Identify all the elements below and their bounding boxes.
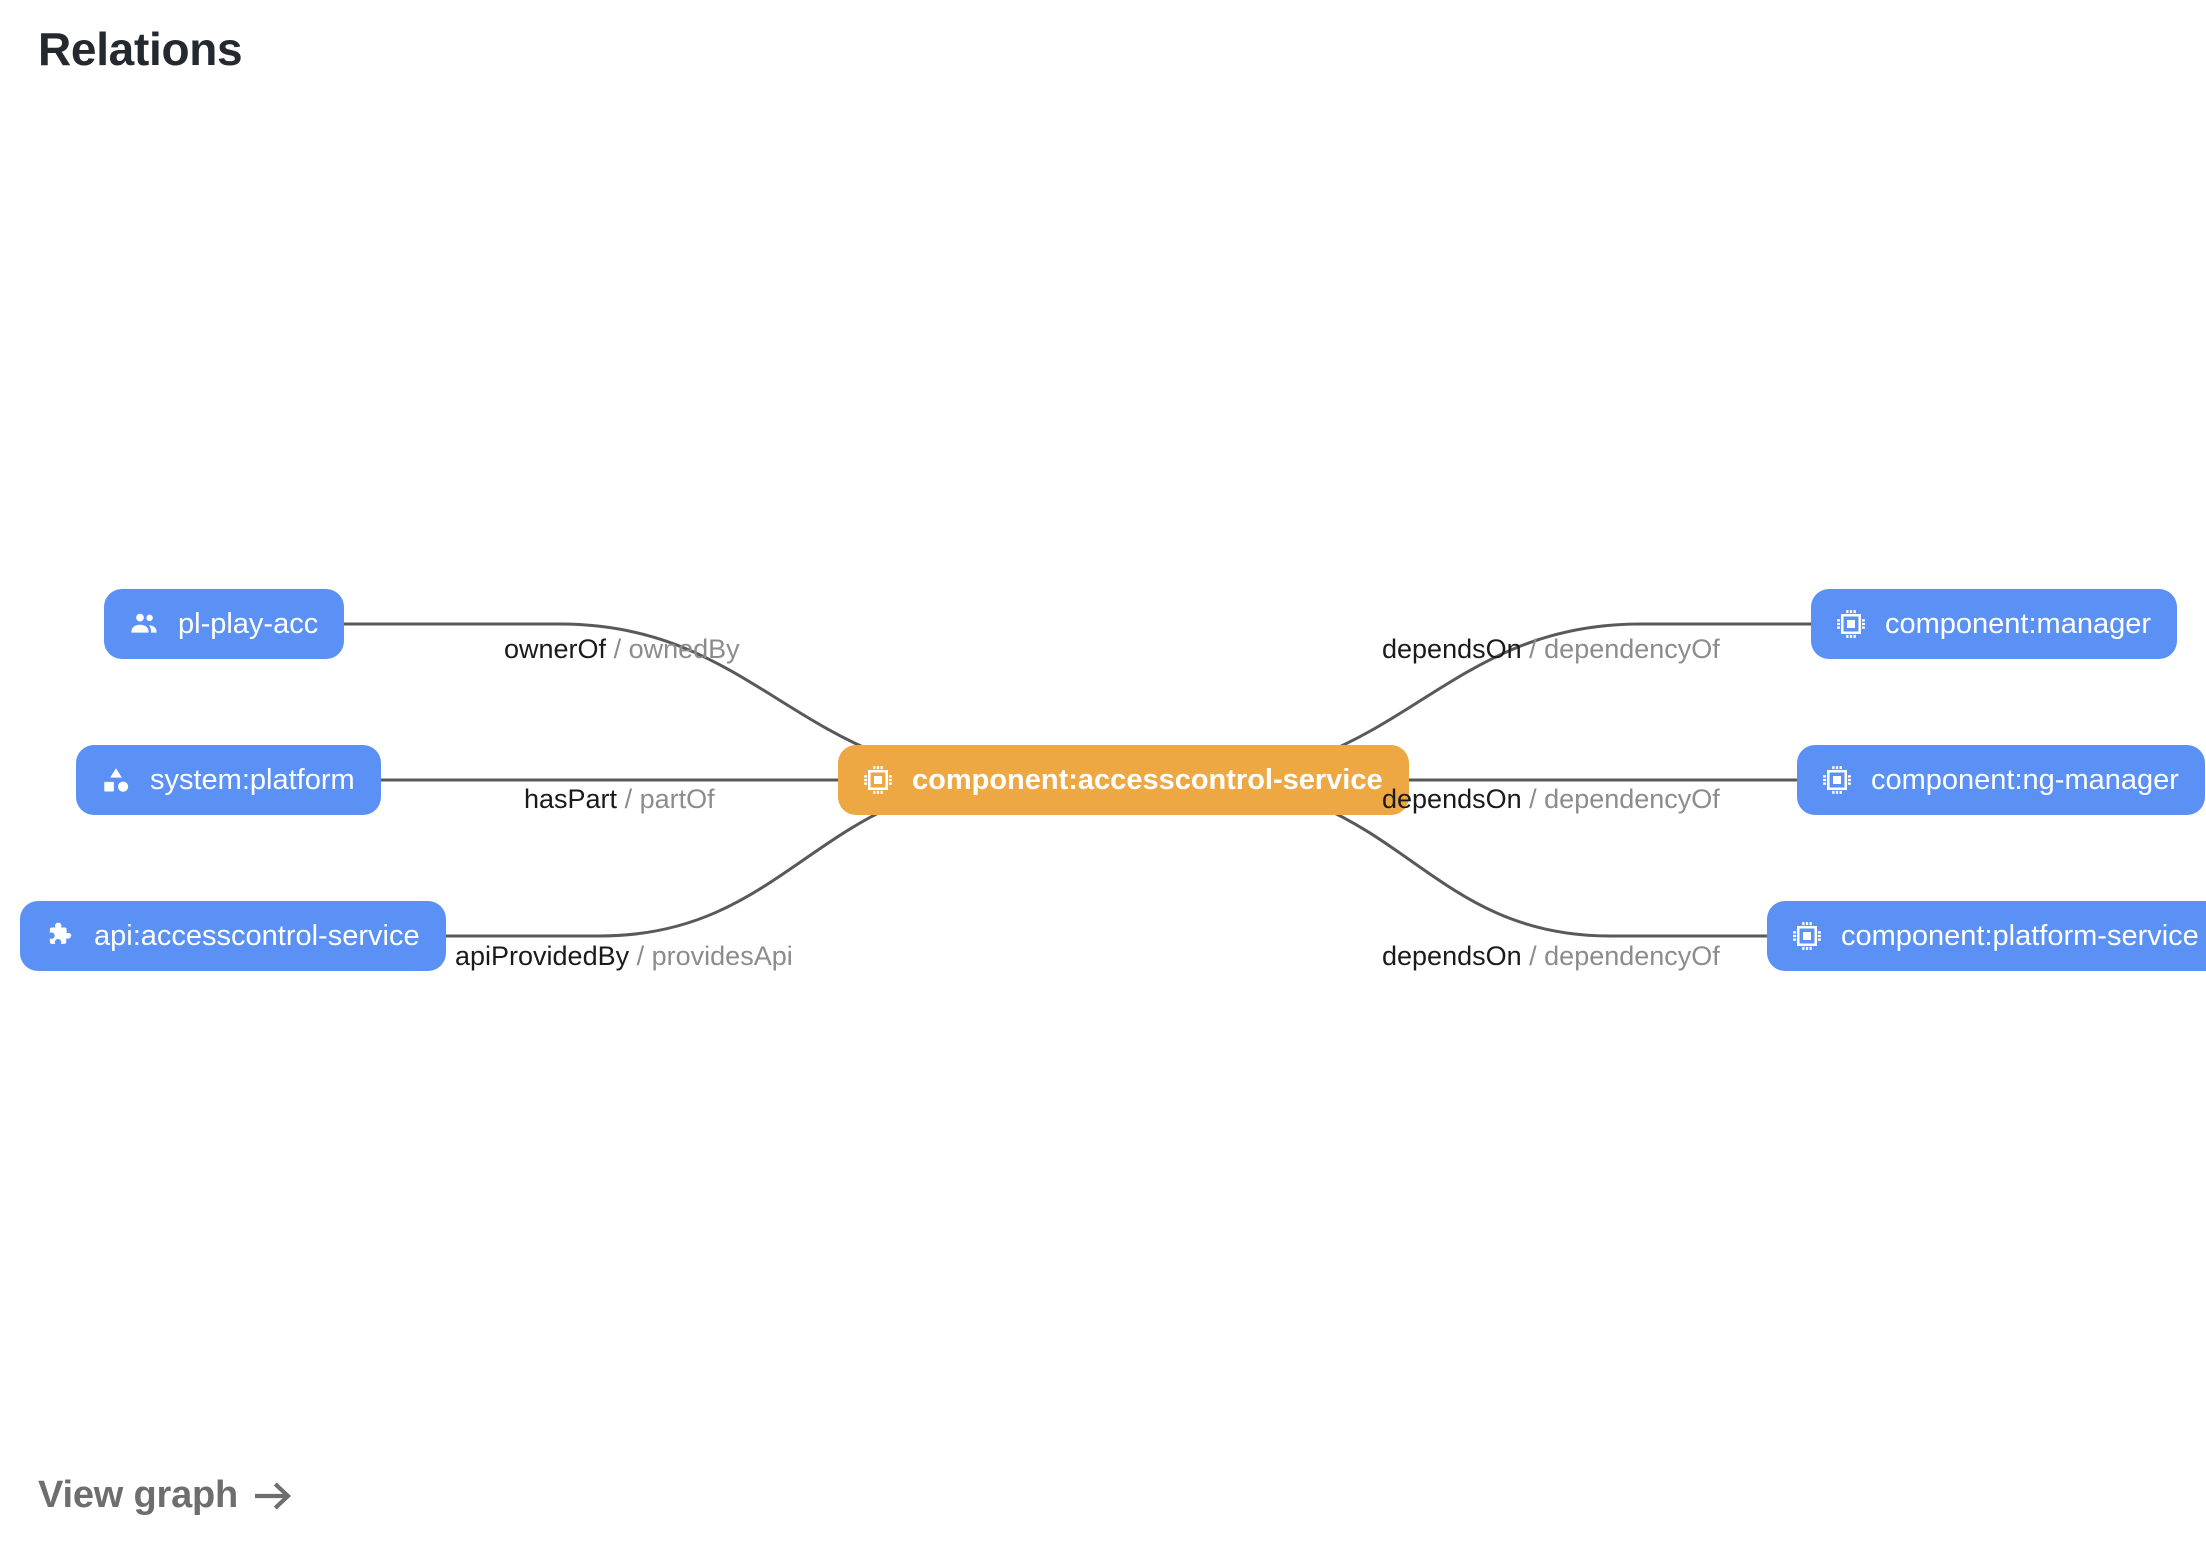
graph-node-component-platform-service[interactable]: component:platform-service xyxy=(1767,901,2206,971)
edge-label-reverse: providesApi xyxy=(651,941,793,971)
graph-node-pl-play-acc[interactable]: pl-play-acc xyxy=(104,589,345,659)
edge-label-dependsOn-platform-service: dependsOn / dependencyOf xyxy=(1382,943,1720,970)
extension-icon xyxy=(49,922,72,944)
edge-label-forward: dependsOn xyxy=(1382,784,1522,814)
edge-label-separator: / xyxy=(624,784,640,814)
page-title: Relations xyxy=(38,23,243,75)
graph-node-label: system:platform xyxy=(150,763,355,796)
edge-label-reverse: dependencyOf xyxy=(1544,941,1720,971)
arrow-right-icon xyxy=(255,1481,292,1510)
graph-node-component-accesscontrol-service[interactable]: component:accesscontrol-service xyxy=(838,745,1409,815)
graph-node-label: component:ng-manager xyxy=(1871,763,2179,796)
edge-label-forward: dependsOn xyxy=(1382,634,1522,664)
graph-node-api-accesscontrol-service[interactable]: api:accesscontrol-service xyxy=(20,901,446,971)
memory-chip-icon xyxy=(864,766,892,794)
edge-label-reverse: partOf xyxy=(639,784,715,814)
view-graph-label: View graph xyxy=(38,1474,239,1516)
view-graph-link[interactable]: View graph xyxy=(38,1474,294,1517)
edge-label-dependsOn-ng-manager: dependsOn / dependencyOf xyxy=(1382,786,1720,813)
graph-node-label: component:manager xyxy=(1885,607,2151,640)
edge-label-reverse: ownedBy xyxy=(628,634,740,664)
edge-label-separator: / xyxy=(636,941,652,971)
memory-chip-icon xyxy=(1823,766,1851,794)
relations-graph: pl-play-acc system:platform api:accessco… xyxy=(20,589,2206,971)
edge-label-apiProvidedBy: apiProvidedBy / providesApi xyxy=(455,943,793,970)
graph-node-component-ng-manager[interactable]: component:ng-manager xyxy=(1797,745,2205,815)
group-icon xyxy=(131,613,157,633)
graph-node-component-manager[interactable]: component:manager xyxy=(1811,589,2177,659)
memory-chip-icon xyxy=(1793,922,1821,950)
edge-label-forward: dependsOn xyxy=(1382,941,1522,971)
edge-label-separator: / xyxy=(1529,784,1545,814)
category-icon xyxy=(104,768,129,792)
edge-label-reverse: dependencyOf xyxy=(1544,784,1720,814)
graph-node-label: component:platform-service xyxy=(1841,919,2199,952)
edge-label-separator: / xyxy=(1529,941,1545,971)
edge-label-separator: / xyxy=(613,634,629,664)
graph-edges xyxy=(286,622,1811,938)
graph-node-label: api:accesscontrol-service xyxy=(94,919,420,952)
edge-label-forward: apiProvidedBy xyxy=(455,941,630,971)
graph-node-label: component:accesscontrol-service xyxy=(912,763,1383,796)
edge-label-forward: hasPart xyxy=(524,784,618,814)
graph-node-system-platform[interactable]: system:platform xyxy=(76,745,381,815)
memory-chip-icon xyxy=(1837,610,1865,638)
edge-label-forward: ownerOf xyxy=(504,634,607,664)
edge-label-dependsOn-manager: dependsOn / dependencyOf xyxy=(1382,636,1720,663)
edge-label-ownerOf: ownerOf / ownedBy xyxy=(504,636,740,663)
edge-label-separator: / xyxy=(1529,634,1545,664)
edge-label-hasPart: hasPart / partOf xyxy=(524,786,715,813)
graph-node-label: pl-play-acc xyxy=(178,607,319,640)
edge-label-reverse: dependencyOf xyxy=(1544,634,1720,664)
